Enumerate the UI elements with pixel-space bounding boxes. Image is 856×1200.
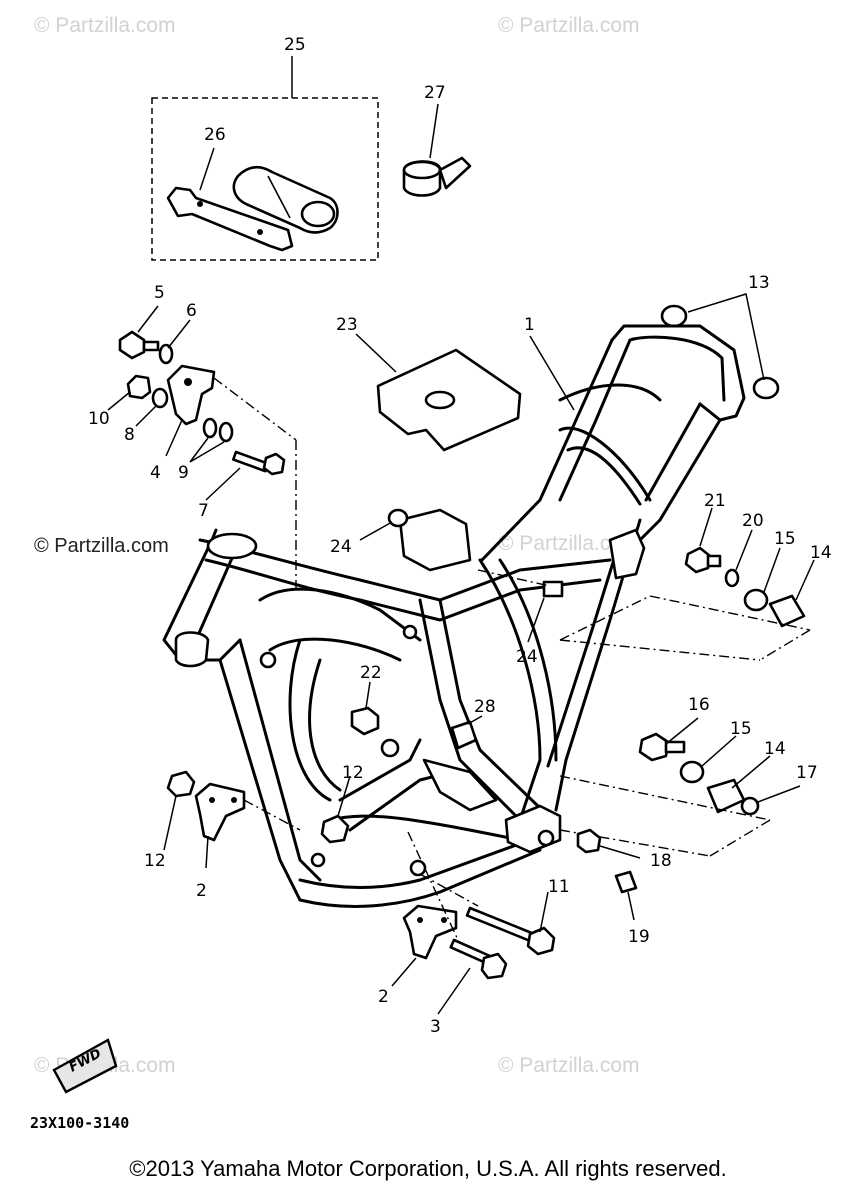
washers-9 bbox=[202, 417, 234, 443]
callout-28: 28 bbox=[474, 697, 496, 717]
bushing-13a bbox=[660, 304, 688, 328]
callout-13: 13 bbox=[748, 273, 770, 293]
callout-8: 8 bbox=[124, 425, 135, 445]
callout-18: 18 bbox=[650, 851, 672, 871]
collar-15a bbox=[743, 588, 769, 612]
washer-6 bbox=[158, 343, 174, 365]
tool-pouch-part bbox=[232, 165, 339, 234]
forward-arrow-icon: FWD bbox=[52, 1038, 118, 1094]
callout-11: 11 bbox=[548, 877, 570, 897]
callout-21: 21 bbox=[704, 491, 726, 511]
callout-6: 6 bbox=[186, 301, 197, 321]
wrench-part bbox=[166, 186, 294, 252]
bolt-7 bbox=[231, 450, 286, 476]
bolt-11 bbox=[465, 906, 556, 956]
watermark-top-right: © Partzilla.com bbox=[498, 14, 640, 37]
callout-12b: 12 bbox=[342, 763, 364, 783]
nut-10 bbox=[126, 374, 152, 400]
callout-2a: 2 bbox=[196, 881, 207, 901]
bushing-14a bbox=[768, 594, 806, 628]
guard-plate-part bbox=[376, 348, 522, 452]
callout-12a: 12 bbox=[144, 851, 166, 871]
bushing-14b bbox=[706, 778, 746, 814]
callout-15b: 15 bbox=[730, 719, 752, 739]
bracket-4 bbox=[166, 364, 216, 426]
diagram-code: 23X100-3140 bbox=[30, 1114, 129, 1132]
washer-20 bbox=[724, 568, 740, 588]
bolt-3 bbox=[449, 938, 508, 980]
watermark-bottom-right: © Partzilla.com bbox=[498, 1054, 640, 1077]
callout-15a: 15 bbox=[774, 529, 796, 549]
callout-20: 20 bbox=[742, 511, 764, 531]
collar-19 bbox=[614, 870, 638, 894]
callout-7: 7 bbox=[198, 501, 209, 521]
nut-12a bbox=[166, 770, 196, 798]
callout-3: 3 bbox=[430, 1017, 441, 1037]
washer-8 bbox=[151, 387, 169, 409]
nut-12b bbox=[320, 814, 350, 844]
callout-16: 16 bbox=[688, 695, 710, 715]
callout-17: 17 bbox=[796, 763, 818, 783]
tool-kit-box bbox=[151, 97, 379, 261]
copyright-notice: ©2013 Yamaha Motor Corporation, U.S.A. A… bbox=[129, 1156, 727, 1181]
callout-14a: 14 bbox=[810, 543, 832, 563]
main-frame-part bbox=[162, 324, 746, 908]
collar-24b bbox=[542, 580, 564, 598]
callout-22: 22 bbox=[360, 663, 382, 683]
bolt-5 bbox=[118, 330, 160, 360]
cap-ring-part bbox=[402, 156, 472, 197]
callout-26: 26 bbox=[204, 125, 226, 145]
nut-18 bbox=[576, 828, 602, 854]
bolt-16 bbox=[638, 732, 686, 762]
nut-17 bbox=[740, 796, 760, 816]
callout-24a: 24 bbox=[330, 537, 352, 557]
rubber-28 bbox=[450, 720, 478, 750]
callout-1: 1 bbox=[524, 315, 535, 335]
bolt-21 bbox=[684, 546, 722, 574]
callout-23: 23 bbox=[336, 315, 358, 335]
callout-2b: 2 bbox=[378, 987, 389, 1007]
collar-15b bbox=[679, 760, 705, 784]
collar-24a bbox=[387, 508, 409, 528]
callout-27: 27 bbox=[424, 83, 446, 103]
watermark-middle-left: © Partzilla.com bbox=[34, 535, 169, 557]
callout-25: 25 bbox=[284, 35, 306, 55]
callout-24b: 24 bbox=[516, 647, 538, 667]
collar-22 bbox=[350, 706, 380, 736]
callout-5: 5 bbox=[154, 283, 165, 303]
callout-19: 19 bbox=[628, 927, 650, 947]
callout-14b: 14 bbox=[764, 739, 786, 759]
bracket-2b bbox=[402, 904, 458, 960]
watermark-top-left: © Partzilla.com bbox=[34, 14, 176, 37]
callout-4: 4 bbox=[150, 463, 161, 483]
callout-9: 9 bbox=[178, 463, 189, 483]
callout-10: 10 bbox=[88, 409, 110, 429]
watermark-middle-center: © Partzilla.com bbox=[498, 532, 640, 555]
bracket-2a bbox=[194, 782, 246, 842]
bushing-13b bbox=[752, 376, 780, 400]
